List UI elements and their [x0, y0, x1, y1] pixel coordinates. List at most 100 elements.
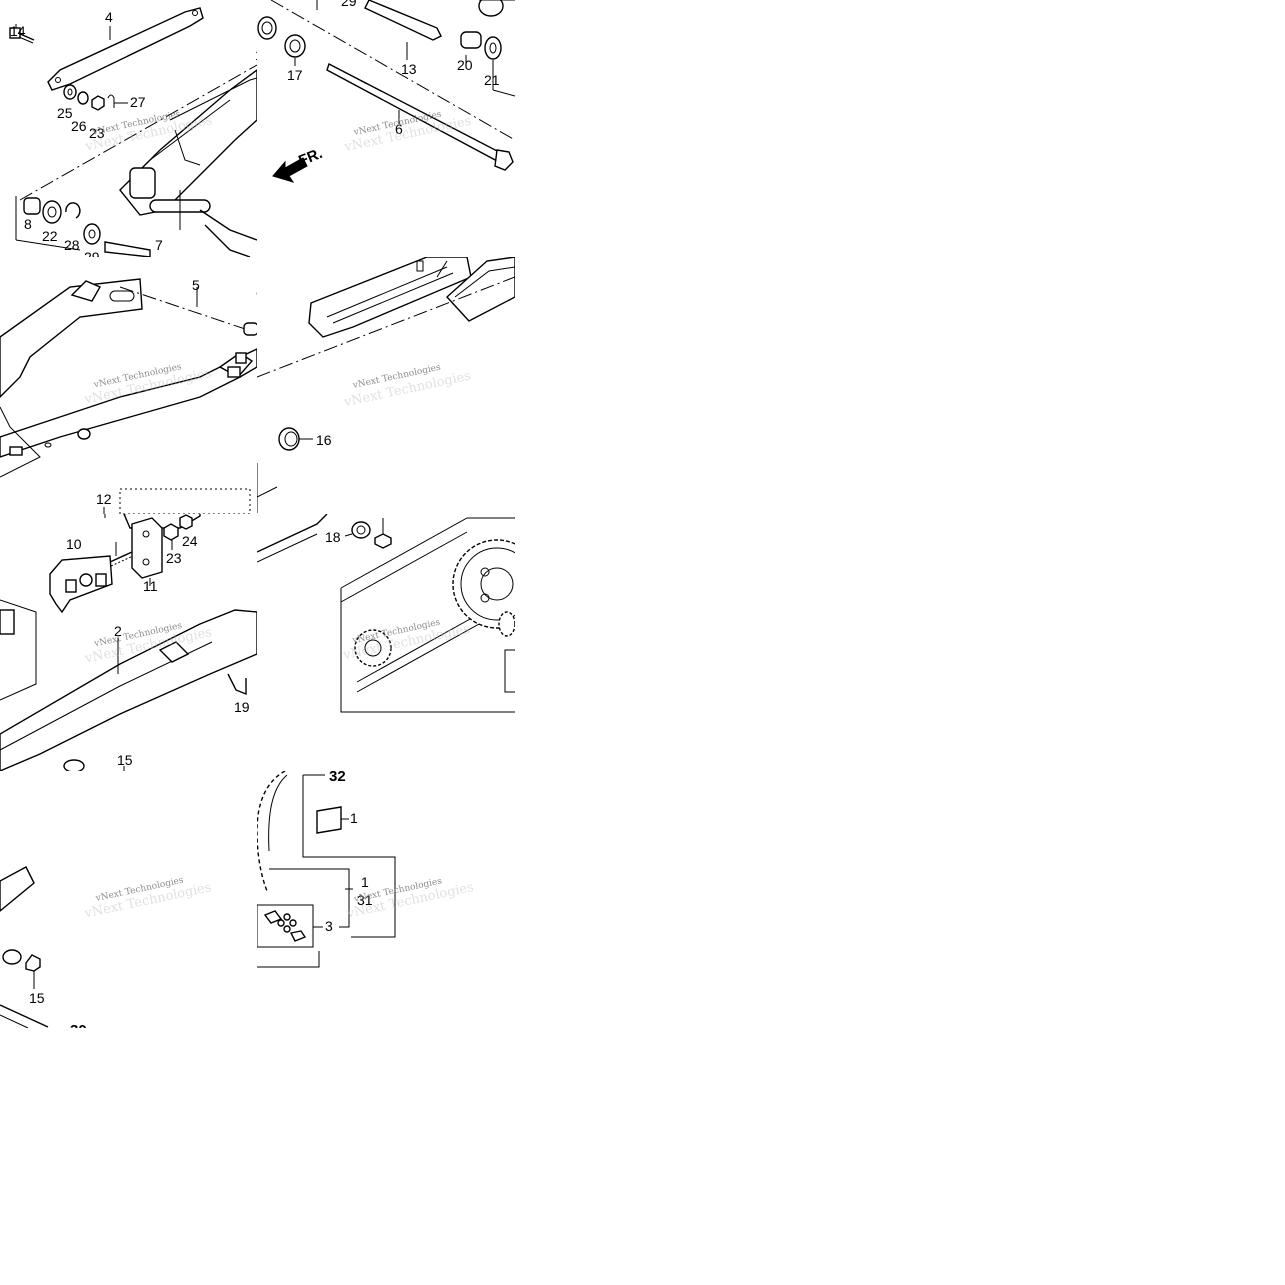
callout-23: 23: [89, 125, 105, 141]
bracket-31: [269, 868, 353, 928]
tile-drawing: 15 30 vNext Technologies vNext Technolog…: [0, 866, 213, 1028]
center-line: [119, 286, 257, 334]
swingarm-body: [119, 69, 257, 257]
bearing-22: [42, 200, 62, 224]
master-link-kit-3: [257, 904, 323, 948]
tile-drawing: 14 4 16 25 26 27 23 8 22 28 29 7 vNext T…: [9, 7, 257, 257]
case-panel: [0, 866, 35, 912]
callout-20: 20: [457, 57, 473, 73]
callout-23: 23: [166, 550, 182, 566]
tile-drawing: 10 11 23 24 2 19 15 vNext Technologies v…: [0, 514, 257, 771]
tile-drawing: 16 vNext Technologies vNext Technologies: [257, 257, 515, 513]
diagram-tile-case-fasteners: 15 30 vNext Technologies vNext Technolog…: [0, 771, 257, 1028]
tile-drawing: FR. 29 13 17 20 21 6 vNext Technologies …: [257, 0, 515, 183]
drive-chain-guard: [340, 517, 515, 713]
callout-17: 17: [287, 67, 303, 83]
callout-29: 29: [341, 0, 357, 9]
callout-30: 30: [70, 1022, 87, 1028]
direction-label: FR.: [296, 145, 325, 170]
bracket-32: [302, 774, 396, 938]
diagram-tile-swingarm-lower: 5 9 12 vNext Technologies vNext Technolo…: [0, 257, 257, 514]
spacer-17: [284, 34, 306, 66]
callout-3: 3: [325, 918, 333, 934]
callout-13: 13: [401, 61, 417, 77]
callout-28: 28: [64, 237, 80, 253]
callout-31: 31: [357, 892, 373, 908]
label-1: [316, 806, 349, 834]
drive-sprocket: [354, 629, 392, 667]
callout-5: 5: [192, 277, 200, 293]
callout-10: 10: [66, 536, 82, 552]
callout-15: 15: [29, 990, 45, 1006]
adjuster-10: [49, 551, 134, 614]
washer-26: [77, 91, 89, 105]
circlip-28: [65, 202, 81, 219]
callout-27: 27: [130, 94, 146, 110]
cap-16: [278, 427, 313, 451]
callout-15: 15: [117, 752, 133, 768]
callout-25: 25: [57, 105, 73, 121]
seal-29: [83, 223, 101, 245]
callout-16: 16: [316, 432, 332, 448]
grommet: [2, 949, 22, 965]
callout-26: 26: [71, 118, 87, 134]
callout-2: 2: [114, 623, 122, 639]
center-line: [270, 0, 515, 141]
callout-18: 18: [325, 529, 341, 545]
nut-23: [91, 95, 105, 111]
watermark: vNext Technologies vNext Technologies: [82, 876, 212, 922]
callout-19: 19: [234, 699, 250, 715]
pivot-pipe-13: [364, 0, 442, 41]
diagram-tile-pivot-bolt: FR. 29 13 17 20 21 6 vNext Technologies …: [257, 0, 515, 257]
diagram-tile-drive-chain: 32 1 1 31 3 vNext Technologies vNext Tec…: [257, 771, 515, 1028]
case-edge: [0, 599, 37, 701]
tile-drawing: 5 9 12 vNext Technologies vNext Technolo…: [0, 277, 257, 514]
bolt-14: [9, 24, 35, 44]
swingarm-5: [0, 278, 257, 478]
callout-9: 9: [256, 287, 257, 303]
tile-drawing: 32 1 1 31 3 vNext Technologies vNext Tec…: [257, 771, 475, 968]
collar-20: [460, 31, 482, 68]
diagram-tile-chain-adjuster: 10 11 23 24 2 19 15 vNext Technologies v…: [0, 514, 257, 771]
rear-sprocket: [452, 539, 515, 629]
chain-guide: [446, 257, 515, 322]
callout-1: 1: [361, 874, 369, 890]
bolt-cap: [374, 518, 392, 549]
washer-25: [63, 84, 77, 100]
tile-drawing: 18 vNext Technologies vNext Technologies: [257, 514, 515, 713]
collar-9: [243, 322, 257, 336]
nut-23: [163, 523, 179, 550]
nut-24: [179, 514, 193, 530]
chain-slider: [308, 257, 472, 338]
callout-16: 16: [255, 47, 257, 63]
callout-8: 8: [24, 216, 32, 232]
torque-link-4: [47, 7, 204, 91]
cap-16: [257, 16, 277, 40]
callout-14: 14: [10, 23, 26, 39]
bearing-21: [484, 36, 502, 60]
callout-6: 6: [395, 121, 403, 137]
grommet-18: [344, 521, 371, 539]
callout-32: 32: [329, 771, 346, 785]
callout-29: 29: [84, 249, 100, 257]
callout-22: 22: [42, 228, 58, 244]
pivot-shaft-7: [104, 241, 151, 257]
seal-top: [478, 0, 515, 17]
callout-21: 21: [484, 72, 500, 88]
diagram-tile-chain-slider: 16 vNext Technologies vNext Technologies: [257, 257, 515, 514]
cotter-pin-27: [107, 94, 115, 108]
collar-8: [23, 197, 41, 215]
stopper-plate-11: [131, 517, 163, 586]
front-direction-arrow: FR.: [272, 145, 325, 183]
pivot-bolt-6: [326, 63, 514, 171]
drive-chain: [257, 771, 288, 892]
chain-case-2: [0, 609, 257, 771]
callout-7: 7: [155, 237, 163, 253]
watermark: vNext Technologies vNext Technologies: [342, 363, 472, 411]
callout-24: 24: [182, 533, 198, 549]
callout-12: 12: [96, 491, 112, 507]
center-line: [257, 276, 515, 378]
callout-4: 4: [105, 9, 113, 25]
callout-1: 1: [350, 810, 358, 826]
